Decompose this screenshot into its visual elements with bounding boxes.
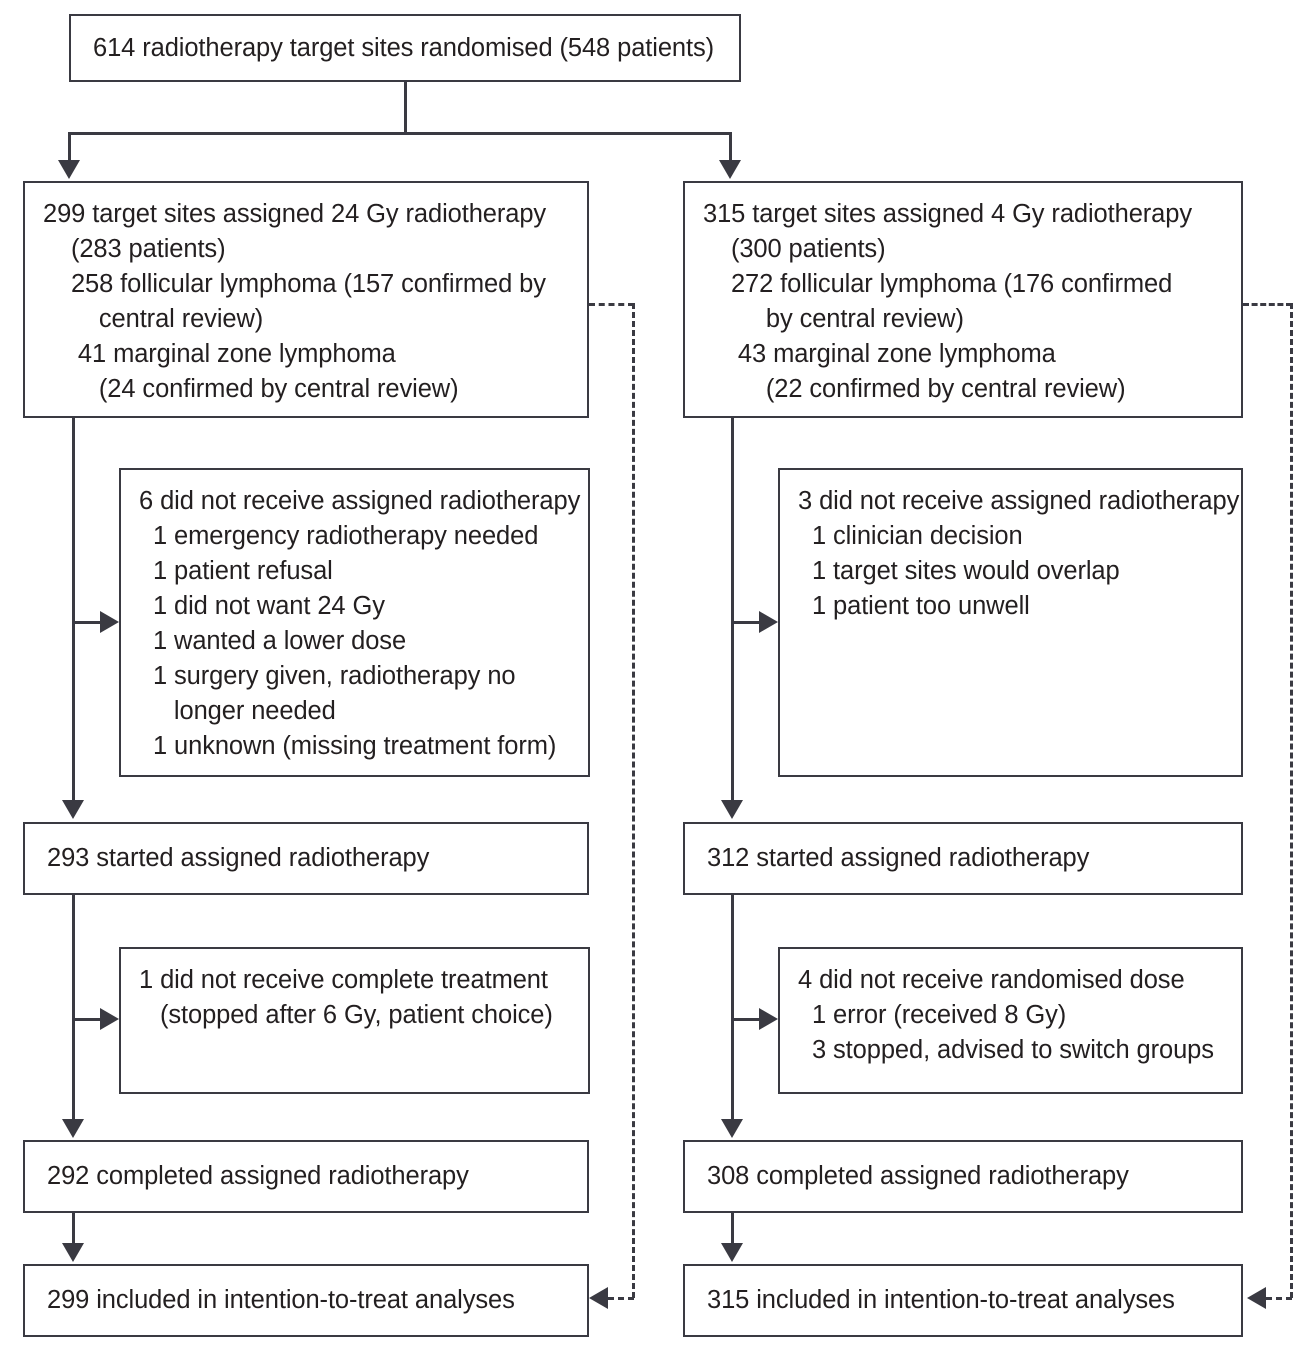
arm-4gy-exclusion2-box: 4 did not receive randomised dose 1 erro… (778, 947, 1243, 1094)
arm-4gy-exclusion1-line-2: 1 target sites would overlap (798, 557, 1120, 585)
arm-24gy-spine-1 (72, 418, 75, 802)
arm-24gy-arrow-to-exclusion2 (100, 1008, 119, 1030)
arm-24gy-assigned-line-4: 41 marginal zone lymphoma (43, 340, 396, 368)
connector-enrollment-stem (404, 82, 407, 134)
arm-4gy-started-box: 312 started assigned radiotherapy (683, 822, 1243, 895)
arm-4gy-assigned-line-0: 315 target sites assigned 4 Gy radiother… (703, 200, 1192, 228)
arm-4gy-dashed-vertical (1290, 303, 1293, 1298)
arm-4gy-assigned-line-4: 43 marginal zone lymphoma (703, 340, 1056, 368)
arm-24gy-exclusion1-line-2: 1 patient refusal (139, 557, 333, 585)
arm-4gy-exclusion1-line-1: 1 clinician decision (798, 522, 1023, 550)
arm-4gy-spine-1 (731, 418, 734, 802)
arm-4gy-exclusion2-line-1: 1 error (received 8 Gy) (798, 1001, 1067, 1029)
arm-4gy-exclusion2-line-0: 4 did not receive randomised dose (798, 966, 1185, 994)
arm-24gy-arrow-to-completed (62, 1119, 84, 1138)
arm-24gy-assigned-line-3: central review) (43, 305, 264, 333)
arm-24gy-dashed-arrowhead (589, 1287, 608, 1309)
arm-24gy-exclusion1-line-6: longer needed (139, 697, 336, 725)
arm-4gy-assigned-line-5: (22 confirmed by central review) (703, 375, 1126, 403)
arm-24gy-exclusion1-line-4: 1 wanted a lower dose (139, 627, 407, 655)
arm-4gy-completed-label: 308 completed assigned radiotherapy (707, 1162, 1129, 1190)
arm-4gy-dashed-arrowhead (1247, 1287, 1266, 1309)
arm-24gy-assigned-box: 299 target sites assigned 24 Gy radiothe… (23, 181, 589, 418)
arm-24gy-completed-label: 292 completed assigned radiotherapy (47, 1162, 469, 1190)
arm-24gy-dashed-vertical (632, 303, 635, 1298)
arm-4gy-exclusion2-stem (731, 1018, 771, 1021)
arm-24gy-analysed-label: 299 included in intention-to-treat analy… (47, 1286, 515, 1314)
arm-24gy-exclusion1-line-3: 1 did not want 24 Gy (139, 592, 385, 620)
arm-24gy-assigned-line-5: (24 confirmed by central review) (43, 375, 459, 403)
arm-4gy-dashed-bottom (1266, 1297, 1292, 1300)
arm-24gy-exclusion1-line-7: 1 unknown (missing treatment form) (139, 732, 557, 760)
arm-24gy-spine-3 (72, 1213, 75, 1245)
arm-24gy-exclusion1-line-0: 6 did not receive assigned radiotherapy (139, 487, 581, 515)
arm-4gy-spine-2 (731, 895, 734, 1121)
arm-24gy-spine-2 (72, 895, 75, 1121)
connector-split-left (68, 132, 71, 162)
arm-4gy-exclusion1-stem (731, 621, 771, 624)
enrollment-box: 614 radiotherapy target sites randomised… (69, 14, 741, 82)
arm-24gy-arrow-to-analysed (62, 1243, 84, 1262)
arm-24gy-arrow-to-exclusion1 (100, 611, 119, 633)
arm-4gy-dashed-top (1243, 303, 1292, 306)
arm-24gy-exclusion2-box: 1 did not receive complete treatment (st… (119, 947, 590, 1094)
arm-4gy-arrow-to-exclusion2 (759, 1008, 778, 1030)
arm-24gy-exclusion1-line-5: 1 surgery given, radiotherapy no (139, 662, 516, 690)
arm-24gy-assigned-line-1: (283 patients) (43, 235, 226, 263)
arm-24gy-assigned-line-0: 299 target sites assigned 24 Gy radiothe… (43, 200, 547, 228)
arm-4gy-assigned-line-2: 272 follicular lymphoma (176 confirmed (703, 270, 1173, 298)
arm-4gy-exclusion2-line-2: 3 stopped, advised to switch groups (798, 1036, 1214, 1064)
arm-24gy-exclusion1-box: 6 did not receive assigned radiotherapy … (119, 468, 590, 777)
arm-24gy-completed-box: 292 completed assigned radiotherapy (23, 1140, 589, 1213)
arm-4gy-assigned-line-1: (300 patients) (703, 235, 886, 263)
arm-24gy-arrow-to-started (62, 800, 84, 819)
connector-split-right (729, 132, 732, 162)
arm-4gy-exclusion1-box: 3 did not receive assigned radiotherapy … (778, 468, 1243, 777)
arm-4gy-exclusion1-line-3: 1 patient too unwell (798, 592, 1030, 620)
arm-4gy-arrow-to-analysed (721, 1243, 743, 1262)
arm-4gy-started-label: 312 started assigned radiotherapy (707, 844, 1090, 872)
arm-24gy-analysed-box: 299 included in intention-to-treat analy… (23, 1264, 589, 1337)
arm-24gy-exclusion2-stem (72, 1018, 112, 1021)
arm-24gy-exclusion2-line-0: 1 did not receive complete treatment (139, 966, 548, 994)
arm-4gy-arrow-to-exclusion1 (759, 611, 778, 633)
arm-4gy-assigned-line-3: by central review) (703, 305, 964, 333)
arm-4gy-exclusion1-line-0: 3 did not receive assigned radiotherapy (798, 487, 1240, 515)
arm-24gy-exclusion2-line-1: (stopped after 6 Gy, patient choice) (139, 1001, 553, 1029)
arm-24gy-started-box: 293 started assigned radiotherapy (23, 822, 589, 895)
arm-24gy-exclusion1-line-1: 1 emergency radiotherapy needed (139, 522, 539, 550)
arm-24gy-dashed-bottom (608, 1297, 634, 1300)
arm-4gy-arrow-to-started (721, 800, 743, 819)
arm-24gy-started-label: 293 started assigned radiotherapy (47, 844, 430, 872)
connector-split-bar (68, 132, 730, 135)
arm-4gy-analysed-label: 315 included in intention-to-treat analy… (707, 1286, 1175, 1314)
arm-24gy-exclusion1-stem (72, 621, 112, 624)
arrow-to-arm-4gy (719, 160, 741, 179)
arrow-to-arm-24gy (58, 160, 80, 179)
arm-4gy-arrow-to-completed (721, 1119, 743, 1138)
arm-4gy-analysed-box: 315 included in intention-to-treat analy… (683, 1264, 1243, 1337)
arm-4gy-completed-box: 308 completed assigned radiotherapy (683, 1140, 1243, 1213)
arm-24gy-dashed-top (589, 303, 634, 306)
arm-4gy-assigned-box: 315 target sites assigned 4 Gy radiother… (683, 181, 1243, 418)
arm-4gy-spine-3 (731, 1213, 734, 1245)
enrollment-label: 614 radiotherapy target sites randomised… (93, 33, 715, 62)
arm-24gy-assigned-line-2: 258 follicular lymphoma (157 confirmed b… (43, 270, 546, 298)
